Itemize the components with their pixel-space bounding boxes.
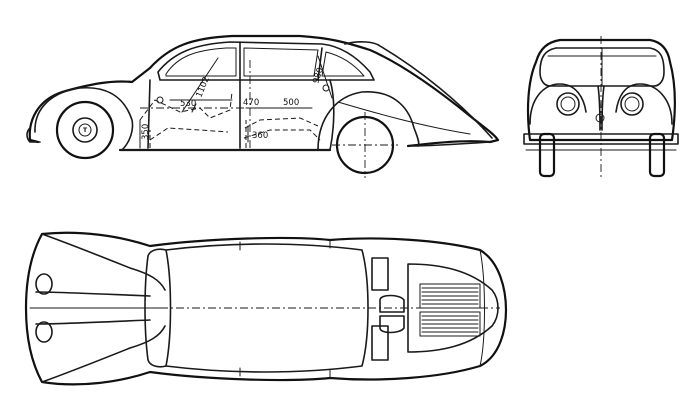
front-view: [523, 36, 679, 180]
windshield: [539, 47, 665, 87]
door-handle-front: [156, 96, 164, 104]
dim-470: 470: [243, 98, 259, 108]
top-view: [24, 231, 508, 386]
dimension-lines: [139, 55, 333, 149]
dim-350: 350: [141, 124, 151, 140]
top-right-lamp: [35, 321, 53, 343]
left-headlamp: [556, 92, 580, 116]
top-front-fenders: [35, 233, 166, 383]
side-windows: [157, 41, 375, 81]
side-view: T 530 470 500 1102 350 360 980: [26, 34, 500, 178]
front-badge: [595, 113, 605, 123]
front-hubcap: [72, 117, 98, 143]
side-doors: [147, 79, 335, 151]
front-wheel: [55, 100, 115, 160]
front-body-outline: [526, 38, 676, 142]
hood-spine: [597, 85, 605, 131]
top-rear-deck: [407, 263, 499, 353]
hubcap-emblem: T: [83, 127, 88, 134]
right-headlamp: [620, 92, 644, 116]
front-fenders: [529, 83, 673, 125]
front-view-right-wheel: [648, 132, 666, 178]
dim-980: 980: [311, 66, 326, 85]
dim-1102: 1102: [195, 75, 212, 99]
tail-fin: [344, 41, 493, 139]
front-fender: [34, 86, 134, 151]
rear-fender: [317, 91, 420, 151]
dim-500: 500: [283, 98, 299, 108]
side-sill: [119, 141, 491, 151]
dim-530: 530: [180, 99, 196, 109]
top-roof: [165, 243, 369, 373]
engine-louvres: [419, 283, 481, 337]
front-bumper: [26, 127, 41, 143]
front-view-left-wheel: [538, 132, 556, 178]
dim-360: 360: [252, 131, 268, 141]
top-rear-window: [371, 257, 389, 361]
top-left-lamp: [35, 273, 53, 295]
